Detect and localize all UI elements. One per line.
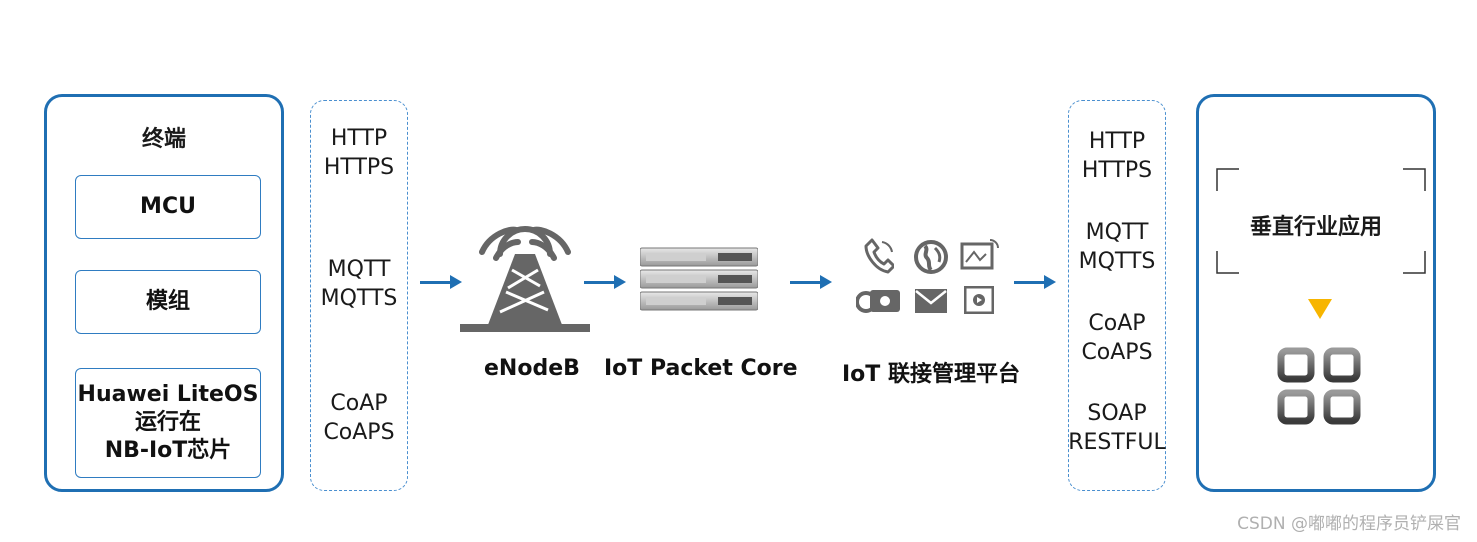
- right-protocol-group-http: HTTP HTTPS: [1068, 127, 1166, 185]
- video-icon: [964, 286, 994, 314]
- protocol-label: MQTT: [1085, 220, 1149, 245]
- protocol-label: MQTTS: [320, 286, 398, 311]
- cell-tower-icon: [460, 226, 590, 332]
- app-grid-icon: [1277, 347, 1361, 425]
- arrow-to-packet-core: [584, 275, 626, 289]
- right-protocol-column: [1068, 100, 1166, 491]
- protocol-label: CoAPS: [1081, 340, 1153, 365]
- protocol-label: CoAPS: [323, 420, 395, 445]
- protocol-label: RESTFUL: [1068, 430, 1166, 455]
- protocol-label: MQTT: [327, 257, 391, 282]
- protocol-label: HTTP: [330, 126, 388, 151]
- liteos-line-1: Huawei LiteOS: [77, 382, 259, 407]
- left-protocol-column: [310, 100, 408, 491]
- liteos-box: Huawei LiteOS 运行在 NB-IoT芯片: [75, 368, 261, 478]
- mail-icon: [915, 289, 947, 313]
- camera-icon: [856, 290, 900, 313]
- protocol-label: MQTTS: [1078, 249, 1156, 274]
- globe-icon: [914, 240, 948, 274]
- packet-core-label: IoT Packet Core: [604, 356, 798, 381]
- liteos-line-2: 运行在: [134, 410, 201, 435]
- liteos-line-3: NB-IoT芯片: [104, 438, 232, 463]
- right-protocol-group-soap: SOAP RESTFUL: [1066, 399, 1168, 457]
- protocol-label: CoAP: [330, 391, 388, 416]
- mcu-box: MCU: [75, 175, 261, 239]
- map-icon: [960, 239, 999, 270]
- server-rack-icon: [640, 247, 758, 311]
- left-protocol-group-http: HTTP HTTPS: [310, 124, 408, 182]
- right-protocol-group-coap: CoAP CoAPS: [1068, 309, 1166, 367]
- arrow-to-enodeb: [420, 275, 462, 289]
- platform-label: IoT 联接管理平台: [842, 362, 1020, 387]
- protocol-label: HTTPS: [1081, 158, 1153, 183]
- right-protocol-group-mqtt: MQTT MQTTS: [1068, 218, 1166, 276]
- application-panel: 垂直行业应用: [1196, 94, 1436, 492]
- protocol-label: HTTP: [1088, 129, 1146, 154]
- down-triangle-icon: [1308, 299, 1332, 319]
- enodeb-label: eNodeB: [484, 356, 580, 381]
- phone-icon: [864, 238, 894, 274]
- module-box: 模组: [75, 270, 261, 334]
- application-title: 垂直行业应用: [1249, 215, 1382, 240]
- terminal-title: 终端: [141, 127, 186, 152]
- protocol-label: SOAP: [1087, 401, 1147, 426]
- watermark: CSDN @嘟嘟的程序员铲屎官: [1237, 514, 1461, 534]
- protocol-label: HTTPS: [323, 155, 395, 180]
- protocol-label: CoAP: [1088, 311, 1146, 336]
- terminal-panel: 终端 MCU 模组 Huawei LiteOS 运行在 NB-IoT芯片: [44, 94, 284, 492]
- left-protocol-group-coap: CoAP CoAPS: [310, 389, 408, 447]
- arrow-to-platform: [790, 275, 832, 289]
- left-protocol-group-mqtt: MQTT MQTTS: [310, 255, 408, 313]
- arrow-to-right-protocols: [1014, 275, 1056, 289]
- focus-frame-corners: [1216, 168, 1426, 274]
